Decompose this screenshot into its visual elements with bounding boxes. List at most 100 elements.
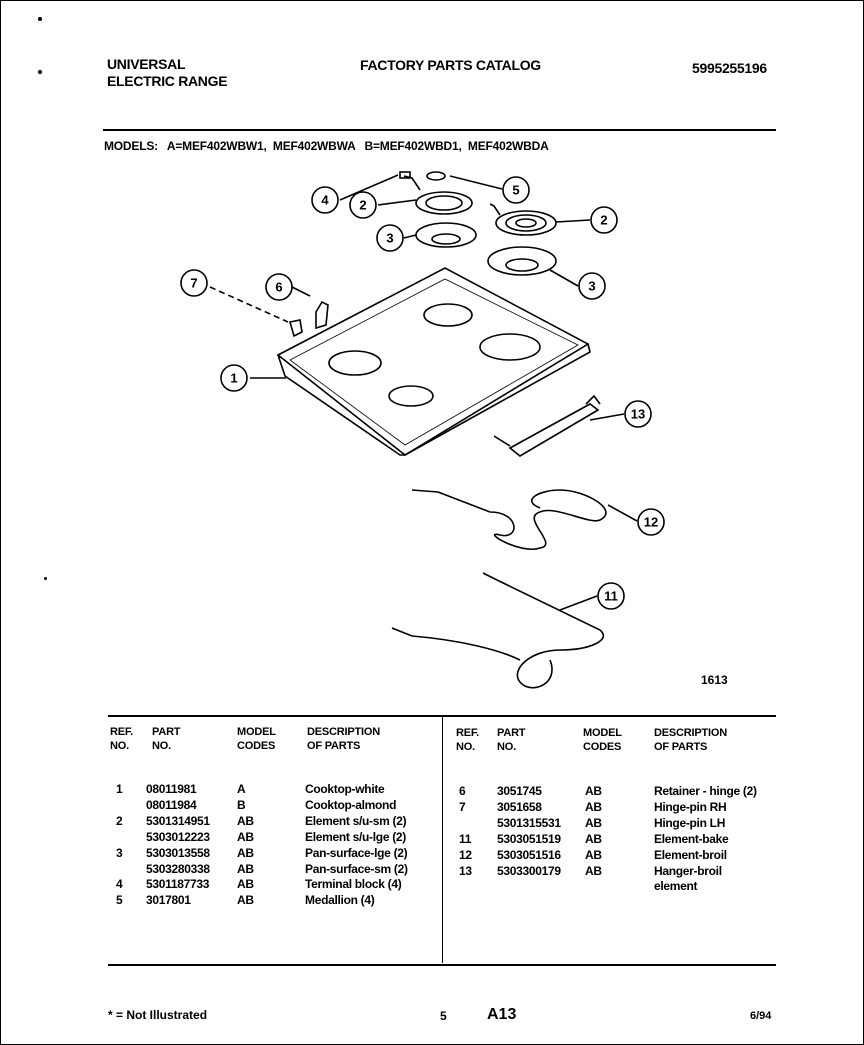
- description-cell: Terminal block (4): [305, 877, 402, 892]
- table-ref-cell: 4: [116, 877, 123, 892]
- part-number-cell: 5301187733: [146, 877, 210, 892]
- not-illustrated-note: * = Not Illustrated: [108, 1008, 208, 1022]
- description-cell: Hinge-pin RH: [654, 799, 727, 814]
- callout-label-1: 1: [230, 371, 237, 386]
- table-ref-cell: 6: [459, 784, 466, 798]
- model-code-cell: AB: [585, 847, 602, 862]
- models-line: MODELS: A=MEF402WBW1, MEF402WBWA B=MEF40…: [104, 139, 549, 153]
- callout-1: [220, 364, 248, 392]
- broil-element-drawing: [411, 489, 607, 551]
- table-ref-cell: 13: [459, 863, 472, 878]
- part-number-cell: 5303051516: [497, 847, 561, 862]
- page-number: 5: [440, 1009, 447, 1023]
- binder-dot: [44, 577, 47, 580]
- description-cell: Cooktop-white: [305, 782, 385, 796]
- description-cell: Cooktop-almond: [305, 797, 397, 812]
- table-ref-cell: 11: [459, 831, 472, 846]
- callout-12: [637, 508, 665, 536]
- model-code-cell: AB: [585, 815, 602, 830]
- part-number-cell: 5301315531: [497, 815, 561, 830]
- callout-label-4: 4: [321, 193, 329, 208]
- part-number-cell: 5301314951: [146, 813, 210, 828]
- table-bottom-rule: [108, 964, 776, 966]
- catalog-number: 5995255196: [692, 60, 767, 76]
- model-code-cell: AB: [237, 829, 254, 844]
- product-title-line2: ELECTRIC RANGE: [107, 73, 228, 89]
- product-title-line1: UNIVERSAL: [107, 56, 186, 72]
- callout-label-3: 3: [588, 279, 595, 294]
- table-ref-cell: 1: [116, 782, 123, 796]
- description-cell: Hinge-pin LH: [654, 815, 726, 830]
- model-code-cell: AB: [237, 845, 254, 860]
- description-cell: Medallion (4): [305, 893, 375, 908]
- part-number-cell: 5303013558: [146, 845, 210, 860]
- product-title: UNIVERSAL ELECTRIC RANGE: [107, 56, 228, 90]
- part-number-cell: 5303300179: [497, 863, 561, 878]
- binder-dot: [38, 17, 42, 21]
- model-code-cell: B: [237, 797, 246, 812]
- callout-2: [349, 191, 377, 219]
- callout-5: [502, 176, 530, 204]
- table-ref-cell: 5: [116, 893, 123, 908]
- callout-2: [590, 206, 618, 234]
- hinge-parts-drawing: [209, 286, 329, 338]
- table-column-divider: [442, 716, 443, 963]
- part-number-cell: 5303012223: [146, 829, 210, 844]
- callout-3: [578, 272, 606, 300]
- table-ref-cell: 3: [116, 845, 123, 860]
- description-cell: element: [654, 879, 698, 894]
- model-code-cell: AB: [237, 861, 254, 876]
- callout-label-13: 13: [631, 407, 645, 422]
- table-ref-cell: 7: [459, 799, 466, 814]
- model-code-cell: AB: [237, 813, 254, 828]
- description-cell: Element-broil: [654, 847, 727, 862]
- model-code-cell: AB: [585, 799, 602, 814]
- description-cell: Element-bake: [654, 831, 729, 846]
- part-number-cell: 5303051519: [497, 831, 561, 846]
- bake-element-drawing: [391, 572, 605, 689]
- table-ref-cell: 2: [116, 813, 123, 828]
- callout-4: [311, 186, 339, 214]
- illustration-number: 1613: [701, 673, 728, 687]
- hanger-drawing: [493, 394, 601, 457]
- table-ref-cell: 12: [459, 847, 472, 862]
- model-code-cell: A: [237, 782, 246, 796]
- model-code-cell: AB: [585, 784, 602, 798]
- callout-13: [624, 400, 652, 428]
- description-cell: Element s/u-lge (2): [305, 829, 406, 844]
- callout-3: [376, 224, 404, 252]
- section-code: A13: [487, 1006, 517, 1023]
- description-cell: Element s/u-sm (2): [305, 813, 407, 828]
- callout-label-11: 11: [604, 589, 618, 604]
- callout-label-2: 2: [359, 198, 366, 213]
- description-cell: Pan-surface-lge (2): [305, 845, 408, 860]
- callout-6: [265, 273, 293, 301]
- callout-label-7: 7: [190, 276, 197, 291]
- header-ref: REF.NO.: [110, 726, 134, 752]
- callout-label-2: 2: [600, 213, 607, 228]
- surface-pans-drawing: [415, 222, 557, 276]
- model-code-cell: AB: [237, 877, 254, 892]
- cooktop-drawing: [276, 267, 591, 456]
- model-code-cell: AB: [585, 863, 602, 878]
- callout-label-12: 12: [644, 515, 658, 530]
- part-number-cell: 3051658: [497, 799, 542, 814]
- models-divider: [103, 129, 776, 131]
- callout-label-6: 6: [275, 280, 282, 295]
- part-number-cell: 3017801: [146, 893, 191, 908]
- header-ref: REF.NO.: [456, 727, 480, 753]
- revision-date: 6/94: [750, 1010, 772, 1022]
- part-number-cell: 5303280338: [146, 861, 210, 876]
- catalog-title: FACTORY PARTS CATALOG: [360, 57, 541, 73]
- description-cell: Pan-surface-sm (2): [305, 861, 408, 876]
- part-number-cell: 08011984: [146, 797, 197, 812]
- callout-label-3: 3: [386, 231, 393, 246]
- callout-7: [180, 269, 208, 297]
- description-cell: Retainer - hinge (2): [654, 784, 757, 798]
